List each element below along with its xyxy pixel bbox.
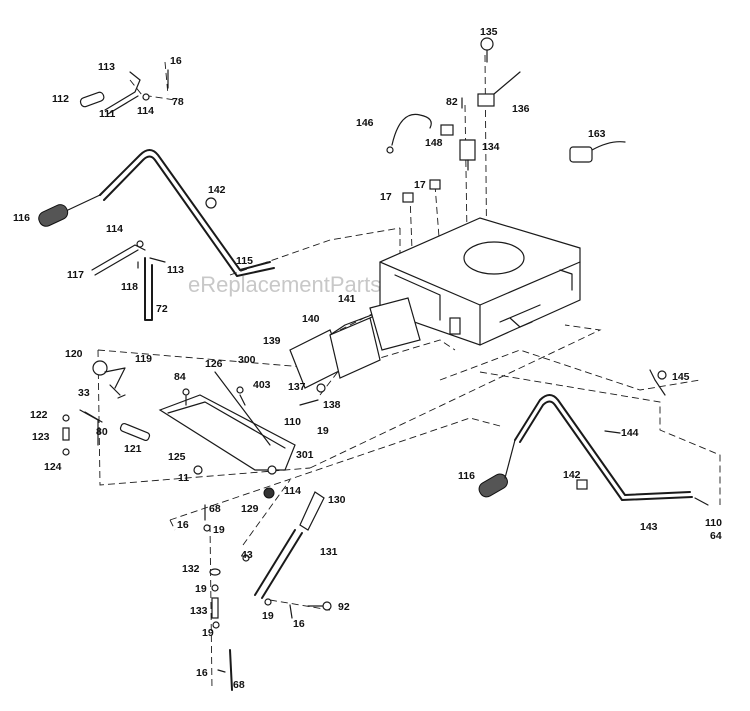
part-labels: 113 16 78 112 111 114 135 82 136 146 148…	[13, 26, 722, 691]
part-label-125: 125	[168, 451, 186, 463]
lever-assembly	[62, 360, 296, 499]
part-label-120: 120	[65, 348, 83, 360]
part-label-113: 113	[167, 264, 184, 276]
part-label-110: 110	[705, 517, 722, 529]
part-label-129: 129	[241, 503, 259, 515]
part-label-148: 148	[425, 137, 443, 149]
part-label-114: 114	[137, 105, 154, 117]
part-label-145: 145	[672, 371, 690, 383]
part-label-92: 92	[338, 601, 350, 613]
part-label-118: 118	[121, 281, 138, 293]
part-label-136: 136	[512, 103, 530, 115]
part-label-84: 84	[174, 371, 186, 383]
electrical-parts	[386, 37, 626, 203]
part-label-300: 300	[238, 354, 256, 366]
part-label-19: 19	[262, 610, 274, 622]
part-label-19: 19	[213, 524, 225, 536]
part-label-112: 112	[52, 93, 69, 105]
part-label-143: 143	[640, 521, 658, 533]
dashed-assembly-lines	[97, 54, 721, 691]
part-label-142: 142	[208, 184, 226, 196]
part-label-16: 16	[177, 519, 189, 531]
part-label-403: 403	[253, 379, 271, 391]
upper-control-parts	[79, 69, 217, 321]
part-label-19: 19	[317, 425, 329, 437]
part-label-80: 80	[96, 426, 108, 438]
part-label-16: 16	[170, 55, 182, 67]
part-label-114: 114	[106, 223, 123, 235]
part-label-135: 135	[480, 26, 498, 38]
part-label-119: 119	[135, 353, 152, 365]
part-label-111: 111	[99, 108, 116, 120]
part-label-142: 142	[563, 469, 581, 481]
part-label-17: 17	[380, 191, 392, 203]
part-label-126: 126	[205, 358, 223, 370]
part-label-11: 11	[178, 472, 189, 484]
part-label-16: 16	[293, 618, 305, 630]
part-label-19: 19	[202, 627, 214, 639]
part-label-114: 114	[284, 485, 301, 497]
part-label-163: 163	[588, 128, 606, 140]
part-label-138: 138	[323, 399, 341, 411]
part-label-113: 113	[98, 61, 115, 73]
part-label-17: 17	[414, 179, 426, 191]
part-label-146: 146	[356, 117, 374, 129]
part-label-110: 110	[284, 416, 301, 428]
part-label-140: 140	[302, 313, 320, 325]
part-label-43: 43	[241, 549, 253, 561]
part-label-137: 137	[288, 381, 306, 393]
part-label-116: 116	[13, 212, 30, 224]
part-label-68: 68	[209, 503, 221, 515]
part-label-115: 115	[236, 255, 253, 267]
part-label-139: 139	[263, 335, 281, 347]
part-label-132: 132	[182, 563, 200, 575]
part-label-121: 121	[124, 443, 142, 455]
part-label-82: 82	[446, 96, 458, 108]
part-label-134: 134	[482, 141, 500, 153]
part-label-33: 33	[78, 387, 90, 399]
part-label-301: 301	[296, 449, 314, 461]
part-label-123: 123	[32, 431, 50, 443]
lower-linkage	[203, 491, 332, 691]
part-label-131: 131	[320, 546, 338, 558]
left-handlebar	[38, 149, 275, 277]
part-label-78: 78	[172, 96, 184, 108]
part-label-144: 144	[621, 427, 639, 439]
part-label-124: 124	[44, 461, 62, 473]
part-label-141: 141	[338, 293, 356, 305]
part-label-19: 19	[195, 583, 207, 595]
part-label-122: 122	[30, 409, 48, 421]
part-label-68: 68	[233, 679, 245, 691]
part-label-16: 16	[196, 667, 208, 679]
part-label-72: 72	[156, 303, 168, 315]
part-label-130: 130	[328, 494, 346, 506]
part-label-117: 117	[67, 269, 84, 281]
part-label-116: 116	[458, 470, 475, 482]
part-label-133: 133	[190, 605, 208, 617]
right-handlebar	[478, 369, 709, 506]
part-label-64: 64	[710, 530, 722, 542]
battery-assembly	[289, 297, 421, 406]
